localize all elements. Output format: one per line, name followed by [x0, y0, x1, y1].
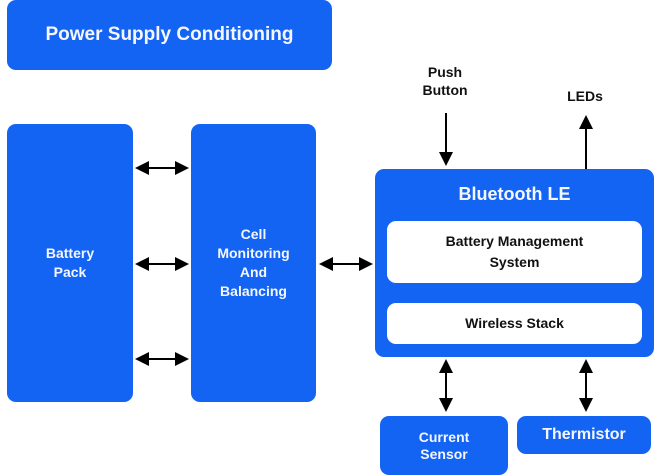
- push-button-label-line2: Button: [422, 82, 468, 98]
- current-sensor-block: Current Sensor: [380, 416, 508, 475]
- bluetooth-le-title: Bluetooth LE: [458, 184, 571, 204]
- current-sensor-label-line1: Current: [418, 428, 470, 445]
- bms-block: Battery Management System: [387, 221, 642, 283]
- bms-label-line2: System: [489, 254, 540, 270]
- wireless-stack-block: Wireless Stack: [387, 303, 642, 344]
- power-supply-label: Power Supply Conditioning: [45, 24, 294, 45]
- push-button-label: Push Button: [405, 63, 485, 99]
- power-supply-conditioning-block: Power Supply Conditioning: [7, 0, 332, 70]
- cell-monitoring-label-line1: Cell: [240, 226, 267, 242]
- thermistor-block: Thermistor: [517, 416, 651, 454]
- leds-label: LEDs: [567, 88, 603, 104]
- cell-monitoring-label-line3: And: [239, 264, 268, 280]
- battery-pack-block: Battery Pack: [7, 124, 133, 402]
- battery-pack-label-line1: Battery: [45, 245, 95, 261]
- thermistor-label: Thermistor: [542, 426, 626, 443]
- bms-label-line1: Battery Management: [445, 233, 584, 249]
- cell-monitoring-label-line2: Monitoring: [217, 245, 290, 261]
- push-button-label-line1: Push: [427, 64, 463, 80]
- cell-monitoring-block: Cell Monitoring And Balancing: [191, 124, 316, 402]
- current-sensor-label-line2: Sensor: [420, 445, 468, 462]
- cell-monitoring-label-line4: Balancing: [220, 283, 287, 299]
- wireless-stack-label: Wireless Stack: [465, 315, 564, 331]
- battery-pack-label-line2: Pack: [53, 264, 87, 280]
